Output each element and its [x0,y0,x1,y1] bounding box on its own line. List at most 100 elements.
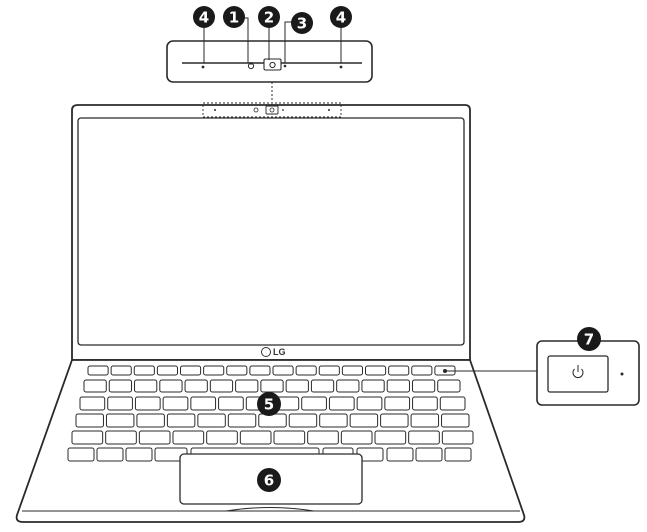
keyboard-key [318,365,340,376]
keyboard-key [384,396,411,411]
keyboard-key [349,413,379,428]
keyboard-key [203,365,225,376]
microphone-left-icon [201,65,205,69]
display-screen [77,117,465,346]
keyboard-key [310,379,335,393]
keyboard-key [209,379,234,393]
webcam-region [202,102,342,118]
keyboard-key [356,396,383,411]
keyboard-key [444,447,472,462]
keyboard-key [328,396,355,411]
keyboard-key [105,430,137,445]
keyboard-key [172,430,205,445]
keyboard-key [411,379,436,393]
keyboard-key [180,365,202,376]
keyboard-key [301,396,327,411]
keyboard-key [133,365,155,376]
keyboard-key [386,379,410,393]
callout-7: 7 [577,327,601,351]
keyboard-key [125,447,153,462]
keyboard-key [235,379,259,393]
callout-3-label: 3 [297,15,307,33]
camera-indicator-icon [283,64,287,68]
lg-logo-text: LG [273,347,286,357]
keyboard-key [361,379,385,393]
callout-4-left: 4 [193,6,215,28]
power-button-inset [443,340,640,406]
keyboard-key [295,365,317,376]
keyboard-key [412,396,438,411]
keyboard-key [410,413,440,428]
keyboard-key [260,379,284,393]
keyboard-key [184,379,208,393]
keyboard-key [156,365,178,376]
callout-2: 2 [258,6,280,28]
keyboard-key [441,430,474,445]
keyboard-key [159,379,183,393]
callout-6-label: 6 [264,472,274,490]
keyboard-key [258,413,287,428]
keyboard-key [227,413,257,428]
keyboard-key [439,396,466,411]
keyboard-key [107,396,133,411]
keyboard-key [190,396,217,411]
webcam-inset [166,17,373,83]
keyboard-key [136,413,165,428]
keyboard-key [285,379,309,393]
keyboard-key [105,413,135,428]
keyboard-key [380,413,409,428]
keyboard-key [162,396,189,411]
keyboard-key [340,430,373,445]
keyboard-key [134,379,158,393]
keyboard-key [83,379,107,393]
keyboard-key [79,396,106,411]
keyboard-key [386,447,414,462]
keyboard-key [71,430,104,445]
keyboard-key [388,365,410,376]
callout-4-right-label: 4 [336,9,346,27]
laptop-lid: LG [71,102,471,361]
camera-icon [263,58,282,71]
callout-5: 5 [257,392,281,416]
keyboard-key [374,430,407,445]
keyboard-key [288,413,318,428]
callout-5-label: 5 [264,396,274,414]
keyboard-key [341,365,363,376]
keyboard-key [226,365,248,376]
keyboard-key [67,447,95,462]
keyboard-key [96,447,124,462]
keyboard-key [206,430,238,445]
callout-4-right: 4 [330,6,352,28]
ir-sensor-icon [247,62,255,70]
keyboard-key [110,365,132,376]
callout-1: 1 [223,6,245,28]
keyboard-key [437,379,461,393]
keyboard-key [336,379,360,393]
keyboard-key [249,365,271,376]
power-button [547,355,609,393]
keyboard-key [166,413,196,428]
keyboard-key [108,379,133,393]
callout-7-label: 7 [584,331,594,349]
callout-1-label: 1 [229,9,239,27]
keyboard-key [239,430,272,445]
keyboard-key [138,430,171,445]
keyboard-key [134,396,161,411]
power-indicator-icon [620,372,624,376]
keyboard-key [365,365,387,376]
keyboard-key [273,430,306,445]
callout-4-left-label: 4 [199,9,209,27]
keyboard-key [75,413,104,428]
keyboard-key [307,430,339,445]
lg-logo: LG [261,347,286,357]
keyboard-key [415,447,443,462]
callout-2-label: 2 [264,9,274,27]
keyboard-key [408,430,440,445]
keyboard-key [272,365,294,376]
keyboard-key [411,365,433,376]
microphone-right-icon [339,65,343,69]
keyboard-key [87,365,109,376]
keyboard-key [319,413,348,428]
keyboard-key [218,396,244,411]
